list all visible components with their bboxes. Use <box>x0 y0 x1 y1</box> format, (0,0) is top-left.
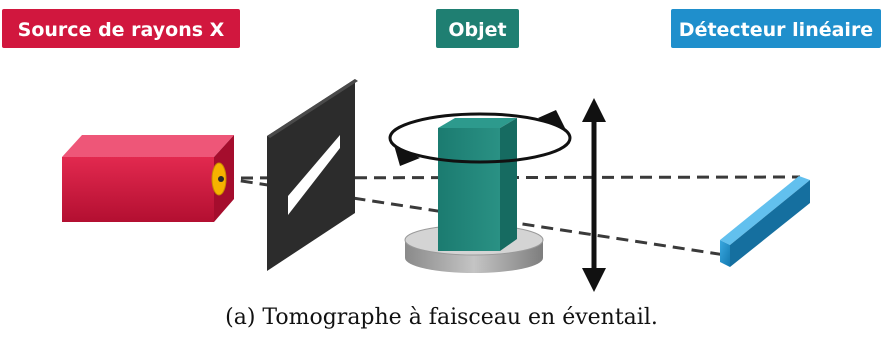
object-prism <box>438 118 517 251</box>
label-detector: Détecteur linéaire <box>671 9 881 48</box>
circular-arrow-icon <box>388 110 572 166</box>
figure-caption: (a) Tomographe à faisceau en éventail. <box>225 305 658 330</box>
label-object: Objet <box>436 9 519 48</box>
vertical-double-arrow-icon <box>582 98 606 292</box>
label-detector-text: Détecteur linéaire <box>679 19 873 41</box>
label-source: Source de rayons X <box>2 9 240 48</box>
collimator-plate <box>267 79 358 271</box>
fan-beam-tomograph-diagram: Source de rayons X Objet Détecteur linéa… <box>2 9 881 292</box>
label-object-text: Objet <box>448 19 506 41</box>
label-source-text: Source de rayons X <box>18 19 225 41</box>
collimator-slit <box>288 135 340 215</box>
xray-source <box>62 135 234 222</box>
linear-detector <box>720 176 810 267</box>
